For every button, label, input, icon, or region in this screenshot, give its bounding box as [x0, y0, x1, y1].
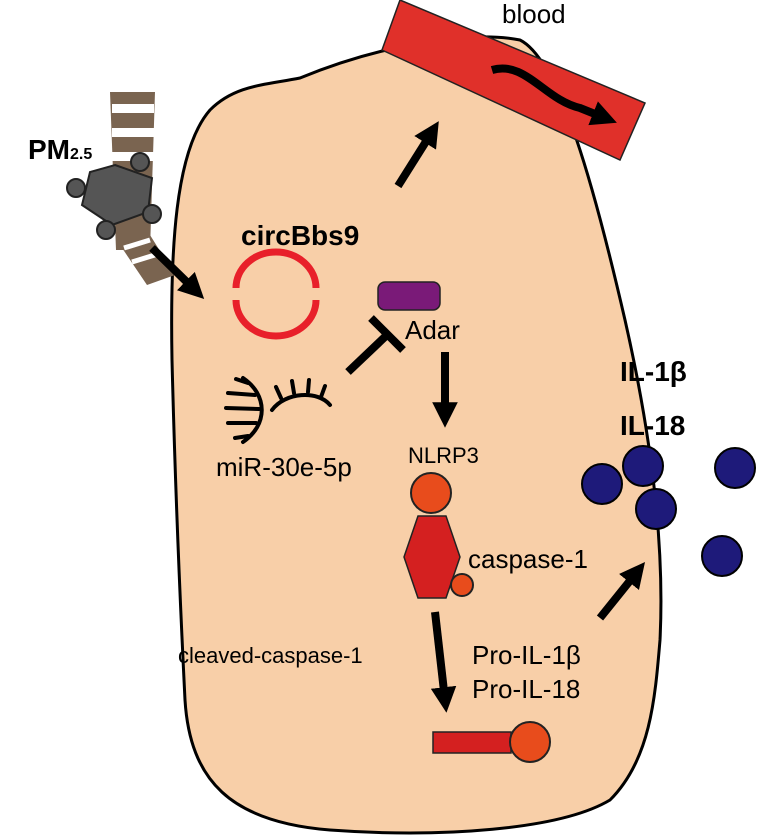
nlrp3-label: NLRP3 — [408, 443, 479, 468]
inhibition-mir-to-adar — [345, 315, 406, 375]
arrow-caspase-to-cleaved — [430, 611, 457, 713]
cytokine-particle — [714, 447, 756, 489]
cytokine-particle — [622, 445, 664, 487]
caspase-1-small-domain — [450, 573, 474, 597]
adar-protein — [377, 281, 441, 311]
cytokine-particles — [581, 445, 756, 577]
pm-particle — [66, 152, 162, 240]
circbbs9-label: circBbs9 — [241, 220, 359, 251]
nlrp3-protein — [410, 472, 452, 514]
arrow-cell-to-blood — [394, 121, 439, 189]
il-18-label: IL-18 — [620, 410, 685, 441]
cytokine-particle — [701, 535, 743, 577]
arrow-pm-to-circrna — [149, 245, 205, 299]
cytokine-particle — [581, 463, 623, 505]
mir-30e-5p-strand — [224, 376, 332, 444]
blood-label: blood — [502, 0, 566, 29]
pm-label: PM2.5 — [28, 134, 92, 165]
il-1b-label: IL-1β — [620, 356, 687, 387]
circbbs9-ring — [232, 248, 320, 340]
blood-vessel — [381, 0, 646, 162]
cleaved-caspase-1-label: cleaved-caspase-1 — [178, 643, 363, 668]
arrow-pro-to-secreted — [596, 562, 646, 621]
mir-label: miR-30e-5p — [216, 452, 352, 482]
cytokine-particle — [635, 488, 677, 530]
caspase-1-label: caspase-1 — [468, 544, 588, 574]
adar-label: Adar — [405, 315, 460, 345]
cleaved-caspase-1-shape — [432, 721, 551, 763]
pm-label-sub: 2.5 — [70, 146, 92, 163]
pro-il-18-label: Pro-IL-18 — [472, 674, 580, 704]
pro-il-1b-label: Pro-IL-1β — [472, 640, 581, 670]
pm-label-main: PM — [28, 134, 70, 165]
caspase-1-hexagon — [403, 515, 461, 599]
